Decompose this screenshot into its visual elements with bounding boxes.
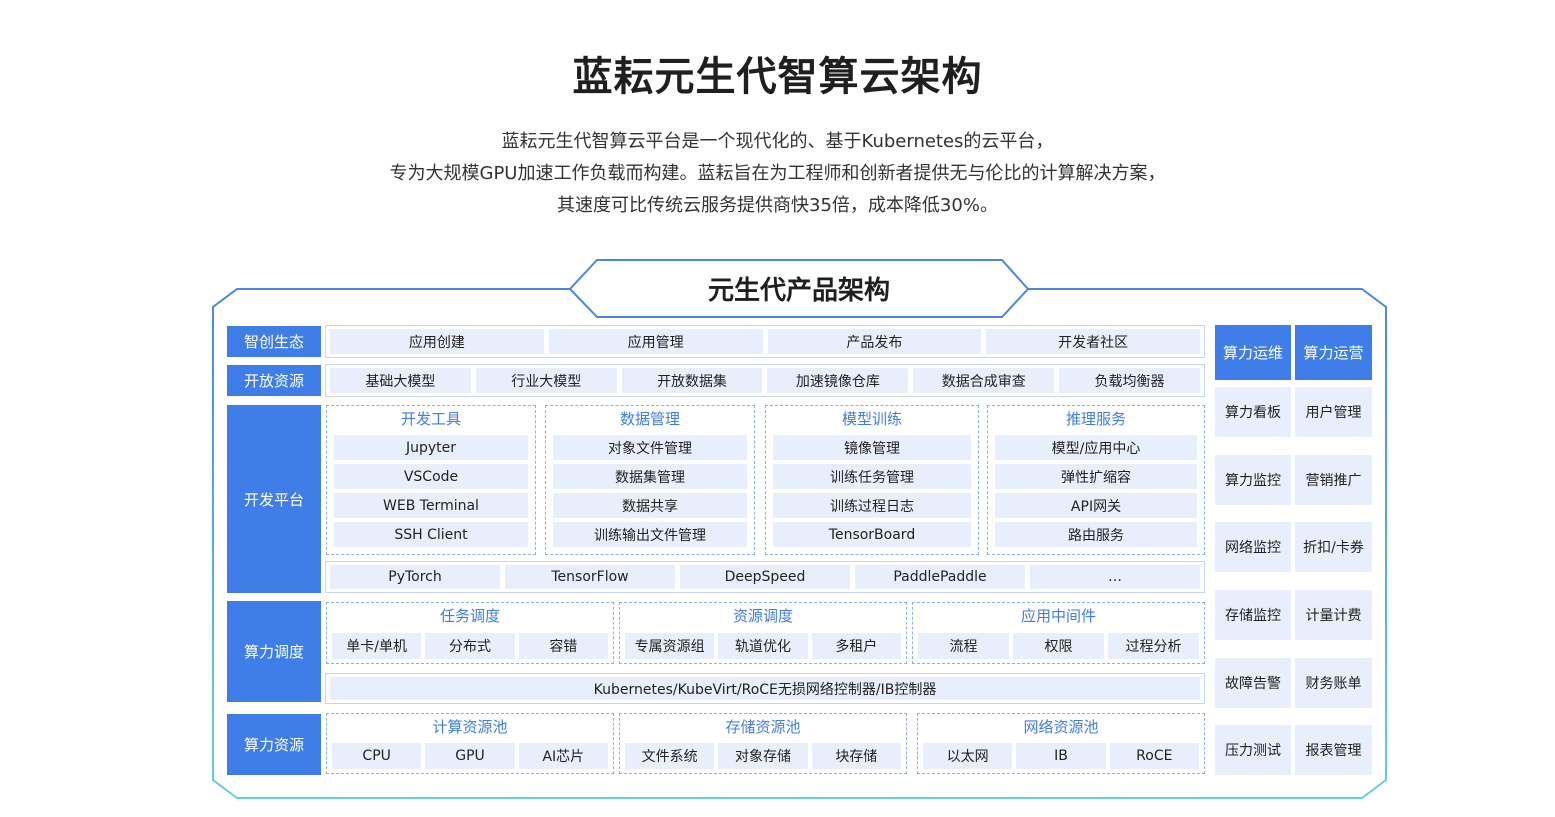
ecosystem-item: 开发者社区 [986, 329, 1200, 354]
dev-tool-item: VSCode [334, 464, 528, 489]
data-management-item: 数据共享 [553, 493, 747, 518]
group-title: 网络资源池 [1023, 718, 1099, 736]
network-pool-group: 网络资源池 以太网 IB RoCE [917, 713, 1205, 774]
task-scheduling-group: 任务调度 单卡/单机 分布式 容错 [326, 602, 614, 664]
operations-item: 报表管理 [1295, 725, 1372, 775]
page-title: 蓝耘元生代智算云架构 [572, 54, 983, 100]
group-title: 计算资源池 [432, 718, 508, 736]
group-title: 开发工具 [400, 410, 461, 428]
framework-item: PaddlePaddle [855, 565, 1025, 589]
ecosystem-item: 应用创建 [330, 329, 544, 354]
dev-tool-item: WEB Terminal [334, 493, 528, 518]
group-title: 资源调度 [732, 607, 793, 625]
open-resources-bar: 基础大模型 行业大模型 开放数据集 加速镜像仓库 数据合成审查 负载均衡器 [325, 364, 1205, 397]
compute-item: CPU [332, 743, 422, 769]
compute-item: AI芯片 [518, 743, 608, 769]
framework-item: TensorFlow [505, 565, 675, 589]
frameworks-bar: PyTorch TensorFlow DeepSpeed PaddlePaddl… [325, 561, 1205, 593]
framework-item: DeepSpeed [680, 565, 850, 589]
operations-item: 计量计费 [1295, 590, 1372, 640]
group-title: 任务调度 [439, 607, 500, 625]
infra-controller-item: Kubernetes/KubeVirt/RoCE无损网络控制器/IB控制器 [330, 677, 1200, 700]
compute-pool-group: 计算资源池 CPU GPU AI芯片 [326, 713, 614, 774]
dev-tool-item: SSH Client [334, 522, 528, 547]
description-line-2: 专为大规模GPU加速工作负载而构建。蓝耘旨在为工程师和创新者提供无与伦比的计算解… [389, 163, 1166, 184]
scheduling-item: 单卡/单机 [332, 633, 422, 659]
scheduling-item: 专属资源组 [625, 633, 715, 659]
ecosystem-item: 应用管理 [548, 329, 763, 354]
model-training-item: 训练任务管理 [773, 464, 971, 489]
middleware-group: 应用中间件 流程 权限 过程分析 [912, 602, 1205, 664]
layer-label-dev-platform: 开发平台 [227, 405, 321, 593]
inference-service-item: API网关 [995, 493, 1197, 518]
group-title: 存储资源池 [725, 718, 801, 736]
open-resource-item: 数据合成审查 [913, 368, 1055, 393]
ops-item: 网络监控 [1215, 522, 1291, 572]
operations-item: 营销推广 [1295, 455, 1372, 505]
dev-tools-group: 开发工具 Jupyter VSCode WEB Terminal SSH Cli… [326, 405, 536, 555]
scheduling-item: 多租户 [811, 633, 901, 659]
ops-item: 压力测试 [1215, 725, 1291, 775]
inference-service-item: 弹性扩缩容 [995, 464, 1197, 489]
ops-item: 存储监控 [1215, 590, 1291, 640]
open-resource-item: 负载均衡器 [1059, 368, 1200, 393]
ecosystem-item: 产品发布 [767, 329, 982, 354]
dev-tool-item: Jupyter [334, 435, 528, 460]
storage-item: 文件系统 [625, 743, 715, 769]
operations-item: 财务账单 [1295, 658, 1372, 708]
data-management-item: 训练输出文件管理 [553, 522, 747, 547]
open-resource-item: 基础大模型 [330, 368, 471, 393]
inference-service-item: 路由服务 [995, 522, 1197, 547]
operations-item: 折扣/卡券 [1295, 522, 1372, 572]
layer-label-open-resources: 开放资源 [227, 365, 321, 396]
ops-item: 算力看板 [1215, 387, 1291, 437]
framework-item: PyTorch [330, 565, 500, 589]
model-training-item: 镜像管理 [773, 435, 971, 460]
middleware-item: 过程分析 [1108, 633, 1199, 659]
open-resource-item: 行业大模型 [475, 368, 617, 393]
data-management-group: 数据管理 对象文件管理 数据集管理 数据共享 训练输出文件管理 [545, 405, 755, 555]
storage-item: 对象存储 [718, 743, 808, 769]
layer-label-scheduling: 算力调度 [227, 601, 321, 702]
open-resource-item: 开放数据集 [621, 368, 763, 393]
model-training-item: TensorBoard [773, 522, 971, 547]
architecture-title: 元生代产品架构 [707, 276, 890, 306]
scheduling-item: 容错 [518, 633, 608, 659]
model-training-item: 训练过程日志 [773, 493, 971, 518]
ops-header: 算力运维 [1215, 325, 1291, 380]
layer-label-ecosystem: 智创生态 [227, 326, 321, 357]
layer-label-resources: 算力资源 [227, 714, 321, 775]
inference-service-group: 推理服务 模型/应用中心 弹性扩缩容 API网关 路由服务 [987, 405, 1205, 555]
group-title: 模型训练 [841, 410, 902, 428]
group-title: 应用中间件 [1020, 607, 1096, 625]
middleware-item: 权限 [1013, 633, 1104, 659]
storage-item: 块存储 [811, 743, 901, 769]
model-training-group: 模型训练 镜像管理 训练任务管理 训练过程日志 TensorBoard [765, 405, 979, 555]
infra-bar: Kubernetes/KubeVirt/RoCE无损网络控制器/IB控制器 [325, 673, 1205, 704]
network-item: IB [1016, 743, 1106, 769]
network-item: 以太网 [923, 743, 1013, 769]
inference-service-item: 模型/应用中心 [995, 435, 1197, 460]
operations-item: 用户管理 [1295, 387, 1372, 437]
open-resource-item: 加速镜像仓库 [767, 368, 909, 393]
description-line-1: 蓝耘元生代智算云平台是一个现代化的、基于Kubernetes的云平台， [501, 131, 1054, 152]
framework-item: … [1030, 565, 1200, 589]
group-title: 推理服务 [1065, 410, 1126, 428]
scheduling-item: 分布式 [425, 633, 515, 659]
group-title: 数据管理 [619, 410, 680, 428]
ecosystem-bar: 应用创建 应用管理 产品发布 开发者社区 [325, 325, 1205, 358]
ops-item: 故障告警 [1215, 658, 1291, 708]
compute-item: GPU [425, 743, 515, 769]
operations-header: 算力运营 [1295, 325, 1372, 380]
storage-pool-group: 存储资源池 文件系统 对象存储 块存储 [619, 713, 907, 774]
resource-scheduling-group: 资源调度 专属资源组 轨道优化 多租户 [619, 602, 907, 664]
scheduling-item: 轨道优化 [718, 633, 808, 659]
description-line-3: 其速度可比传统云服务提供商快35倍，成本降低30%。 [557, 195, 998, 216]
network-item: RoCE [1109, 743, 1199, 769]
data-management-item: 数据集管理 [553, 464, 747, 489]
middleware-item: 流程 [918, 633, 1009, 659]
data-management-item: 对象文件管理 [553, 435, 747, 460]
ops-item: 算力监控 [1215, 455, 1291, 505]
